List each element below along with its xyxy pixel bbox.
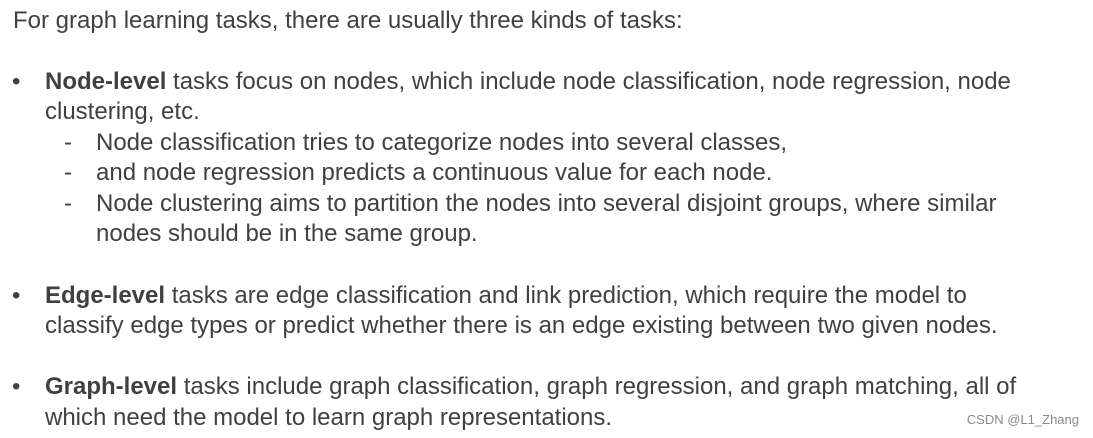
node-sub-item-1: Node classification tries to categorize …: [96, 129, 788, 156]
node-level-term: Node-level: [45, 68, 167, 95]
node-level-line-2: clustering, etc.: [45, 98, 200, 125]
node-sub-item-3-line-1: Node clustering aims to partition the no…: [96, 190, 997, 217]
node-level-text-1: tasks focus on nodes, which include node…: [166, 68, 1011, 95]
node-sub-item-2: and node regression predicts a continuou…: [96, 159, 773, 186]
edge-level-text-1: tasks are edge classification and link p…: [165, 282, 967, 309]
edge-level-line-2: classify edge types or predict whether t…: [45, 312, 998, 339]
watermark: CSDN @L1_Zhang: [966, 412, 1079, 427]
edge-level-line-1: Edge-level tasks are edge classification…: [45, 281, 967, 311]
node-level-line-1: Node-level tasks focus on nodes, which i…: [45, 67, 1011, 97]
bullet-edge-level: •: [12, 282, 21, 309]
bullet-graph-level: •: [12, 373, 21, 400]
intro-sentence: For graph learning tasks, there are usua…: [13, 7, 683, 34]
edge-level-term: Edge-level: [45, 282, 166, 309]
bullet-node-level: •: [12, 68, 21, 95]
graph-level-text-1: tasks include graph classification, grap…: [177, 373, 1017, 400]
dash-node-sub-3: -: [64, 190, 72, 217]
graph-level-term: Graph-level: [45, 373, 178, 400]
node-sub-item-3-line-2: nodes should be in the same group.: [96, 220, 478, 247]
graph-level-line-2: which need the model to learn graph repr…: [45, 404, 613, 431]
dash-node-sub-1: -: [64, 129, 72, 156]
graph-level-line-1: Graph-level tasks include graph classifi…: [45, 372, 1016, 402]
dash-node-sub-2: -: [64, 159, 72, 186]
